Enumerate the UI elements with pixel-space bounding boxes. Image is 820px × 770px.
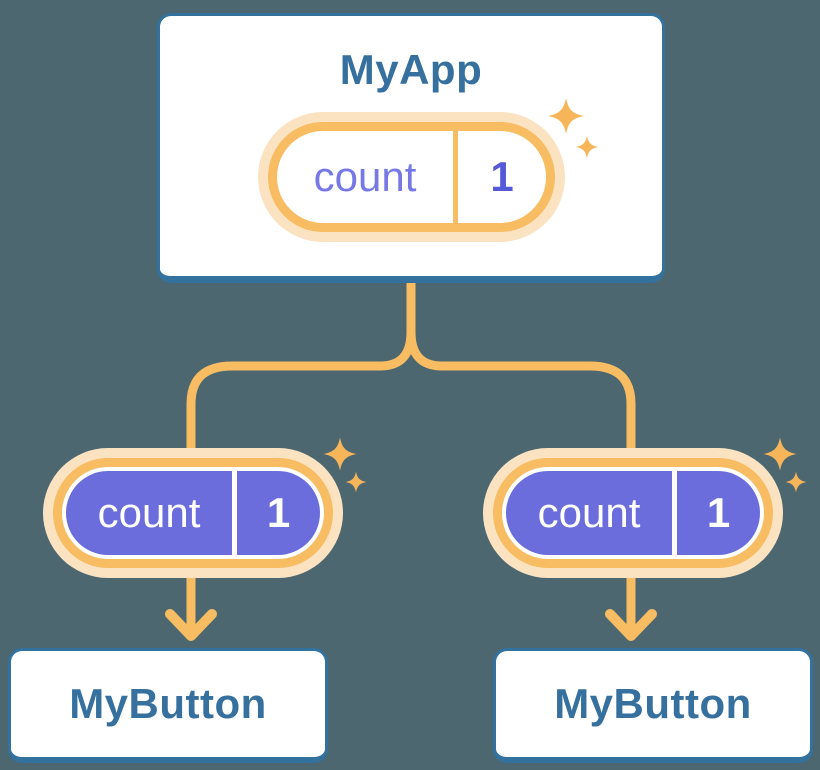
sparkles-icon — [763, 437, 797, 471]
prop-pill-ring: count 1 — [493, 458, 773, 568]
sparkles-icon — [785, 471, 807, 493]
sparkles-icon — [345, 471, 367, 493]
pill-divider — [672, 471, 677, 555]
component-title-mybutton: MyButton — [554, 680, 752, 727]
prop-value-label: 1 — [266, 489, 291, 536]
arrow-down-icon — [165, 609, 217, 641]
component-title-myapp: MyApp — [339, 46, 483, 93]
prop-pill-right: count 1 — [483, 448, 783, 578]
prop-name-label: count — [97, 489, 201, 536]
component-card-mybutton-left: MyButton — [8, 648, 328, 763]
prop-name-label: count — [537, 489, 641, 536]
state-pill-ring: count 1 — [268, 122, 555, 232]
component-card-mybutton-right: MyButton — [493, 648, 813, 763]
component-title-mybutton: MyButton — [69, 680, 267, 727]
state-pill-myapp: count 1 — [258, 112, 565, 242]
prop-pill-left: count 1 — [43, 448, 343, 578]
prop-value-label: 1 — [706, 489, 731, 536]
state-value-label: 1 — [490, 153, 514, 200]
arrow-down-icon — [605, 609, 657, 641]
prop-pill-ring: count 1 — [53, 458, 333, 568]
state-name-label: count — [313, 153, 417, 200]
sparkles-icon — [323, 437, 357, 471]
pill-divider — [453, 131, 458, 223]
